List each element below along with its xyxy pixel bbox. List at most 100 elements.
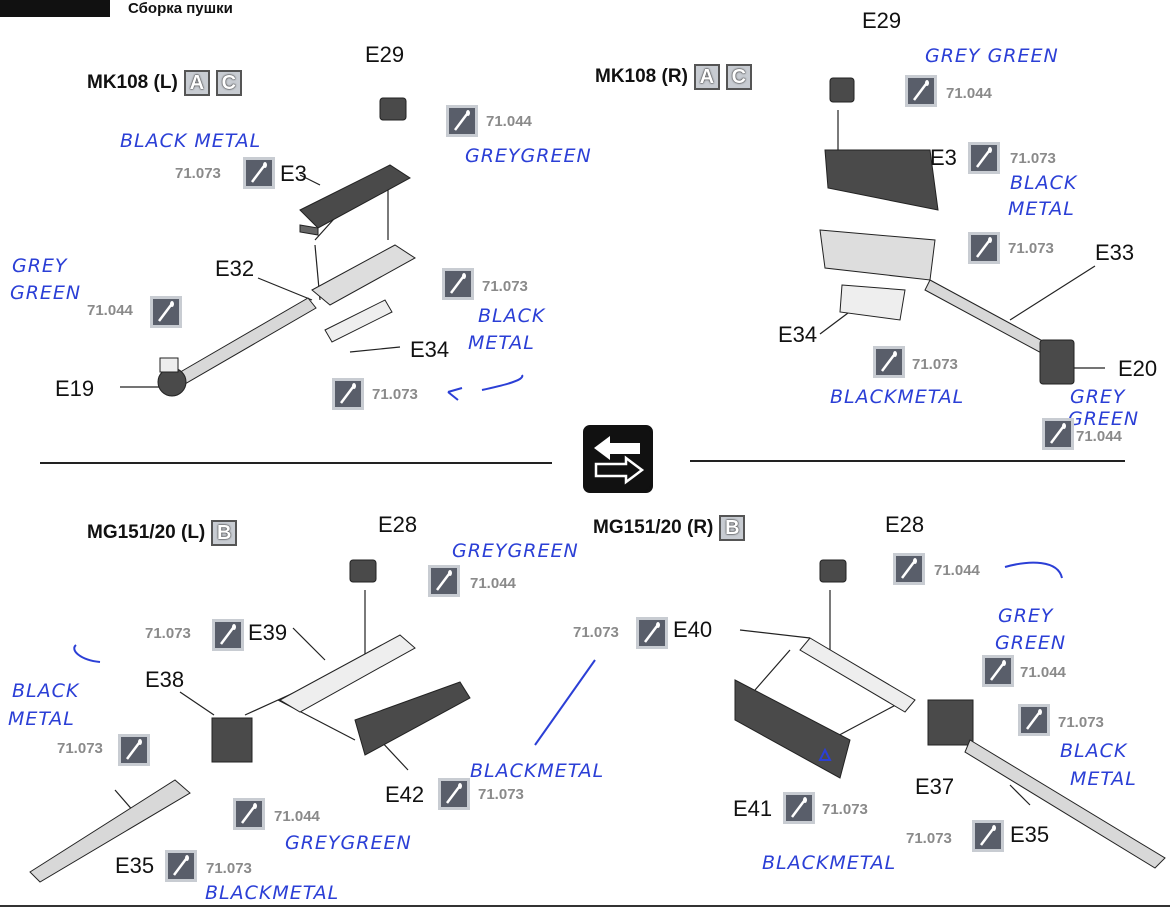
paint-code: 71.044 <box>1020 664 1066 681</box>
handwritten-note: GREY <box>998 605 1054 627</box>
paint-code: 71.073 <box>906 830 952 847</box>
part-label-e42: E42 <box>385 782 425 807</box>
handwritten-note: METAL <box>1008 198 1075 220</box>
section-divider <box>40 462 552 464</box>
paint-code: 71.044 <box>934 562 980 579</box>
paint-brush-icon <box>783 792 815 824</box>
handwritten-note: BLACKMETAL <box>762 852 897 874</box>
handwritten-note: GREYGREEN <box>452 540 579 562</box>
part-label-e35: E35 <box>115 853 155 878</box>
section-title-mg151-l: MG151/20 (L) B <box>87 520 238 546</box>
paint-brush-icon <box>972 820 1004 852</box>
paint-code: 71.044 <box>470 575 516 592</box>
handwritten-note: BLACKMETAL <box>205 882 340 904</box>
paint-code: 71.073 <box>57 740 103 757</box>
paint-brush-icon <box>1018 704 1050 736</box>
paint-brush-icon <box>165 850 197 882</box>
part-label-e34: E34 <box>778 322 818 347</box>
paint-brush-icon <box>118 734 150 766</box>
section-divider <box>690 460 1125 462</box>
paint-brush-icon <box>332 378 364 410</box>
part-label-e29: E29 <box>365 42 405 67</box>
paint-code: 71.073 <box>175 165 221 182</box>
part-label-e35: E35 <box>1010 822 1050 847</box>
part-label-e28: E28 <box>378 512 418 537</box>
part-label-e29: E29 <box>862 8 902 33</box>
paint-code: 71.044 <box>1076 428 1122 445</box>
part-label-e20: E20 <box>1118 356 1158 381</box>
handwritten-note: GREEN <box>10 282 82 304</box>
badge-c: C <box>725 64 752 90</box>
paint-brush-icon <box>438 778 470 810</box>
paint-brush-icon <box>893 553 925 585</box>
paint-brush-icon <box>636 617 668 649</box>
handwritten-note: BLACKMETAL <box>830 386 965 408</box>
section-title-mk108-l: MK108 (L) A C <box>87 70 242 96</box>
paint-brush-icon <box>968 142 1000 174</box>
badge-c: C <box>215 70 242 96</box>
part-label-e33: E33 <box>1095 240 1135 265</box>
paint-code: 71.073 <box>372 386 418 403</box>
paint-brush-icon <box>442 268 474 300</box>
paint-code: 71.044 <box>274 808 320 825</box>
paint-code: 71.073 <box>206 860 252 877</box>
section-label: MG151/20 (L) <box>87 522 206 543</box>
section-label: MG151/20 (R) <box>593 517 714 538</box>
badge-a: A <box>693 64 720 90</box>
badge-b: B <box>211 520 238 546</box>
paint-code: 71.044 <box>946 85 992 102</box>
part-label-e3: E3 <box>280 161 307 186</box>
part-label-e3: E3 <box>930 145 957 170</box>
handwritten-note: GREYGREEN <box>465 145 592 167</box>
paint-brush-icon <box>905 75 937 107</box>
badge-a: A <box>183 70 210 96</box>
paint-brush-icon <box>212 619 244 651</box>
handwritten-note: BLACK <box>478 305 546 327</box>
section-label: MK108 (R) <box>595 66 688 87</box>
paint-code: 71.073 <box>573 624 619 641</box>
handwritten-note: GREY <box>1070 386 1126 408</box>
page-bottom-rule <box>0 905 1170 907</box>
part-label-e38: E38 <box>145 667 185 692</box>
paint-brush-icon <box>446 105 478 137</box>
paint-brush-icon <box>233 798 265 830</box>
handwritten-note: GREY GREEN <box>925 45 1059 67</box>
swap-arrows-icon <box>583 425 653 493</box>
paint-brush-icon <box>150 296 182 328</box>
paint-code: 71.073 <box>1008 240 1054 257</box>
part-label-e19: E19 <box>55 376 95 401</box>
handwritten-note: BLACK <box>1060 740 1128 762</box>
handwritten-note: METAL <box>1070 768 1137 790</box>
part-label-e37: E37 <box>915 774 955 799</box>
paint-code: 71.073 <box>478 786 524 803</box>
section-title-mk108-r: MK108 (R) A C <box>595 64 752 90</box>
page-title: Сборка пушки <box>128 0 233 17</box>
handwritten-note: GREEN <box>1068 408 1140 430</box>
paint-code: 71.073 <box>482 278 528 295</box>
part-label-e34: E34 <box>410 337 450 362</box>
handwritten-note: GREEN <box>995 632 1067 654</box>
paint-brush-icon <box>243 157 275 189</box>
paint-brush-icon <box>982 655 1014 687</box>
part-label-e40: E40 <box>673 617 713 642</box>
handwritten-note: METAL <box>8 708 75 730</box>
handwritten-note: BLACK <box>1010 172 1078 194</box>
handwritten-note: METAL <box>468 332 535 354</box>
section-label: MK108 (L) <box>87 72 178 93</box>
paint-code: 71.073 <box>822 801 868 818</box>
part-label-e28: E28 <box>885 512 925 537</box>
paint-brush-icon <box>1042 418 1074 450</box>
header-logo-block <box>0 0 110 17</box>
paint-code: 71.044 <box>486 113 532 130</box>
paint-code: 71.073 <box>912 356 958 373</box>
part-label-e32: E32 <box>215 256 255 281</box>
paint-brush-icon <box>873 346 905 378</box>
paint-brush-icon <box>968 232 1000 264</box>
handwritten-note: BLACK <box>12 680 80 702</box>
handwritten-note: GREY <box>12 255 68 277</box>
handwritten-note: BLACK METAL <box>120 130 262 152</box>
paint-code: 71.044 <box>87 302 133 319</box>
section-title-mg151-r: MG151/20 (R) B <box>593 515 746 541</box>
part-label-e39: E39 <box>248 620 288 645</box>
